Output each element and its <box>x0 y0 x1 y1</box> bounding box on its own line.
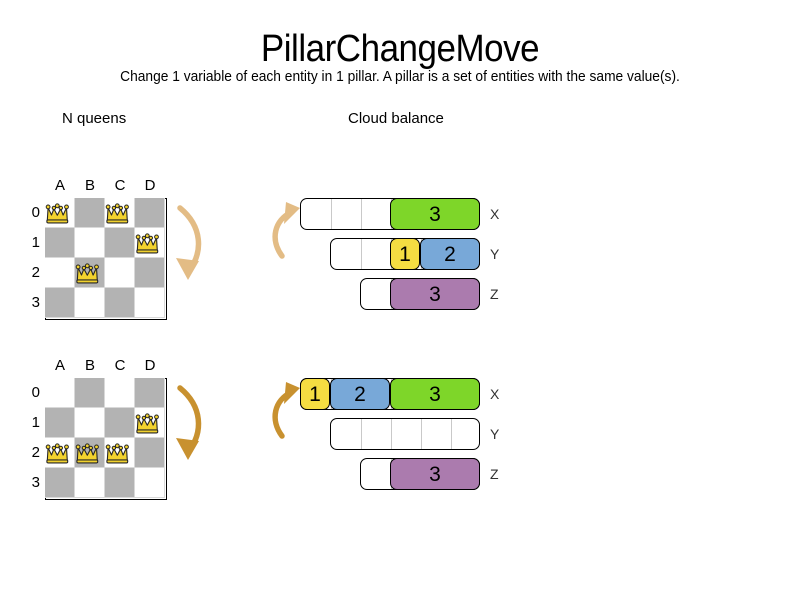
cloud-process-block-3[interactable]: 3 <box>390 378 480 410</box>
board-cell-A2[interactable] <box>45 438 75 468</box>
board-cell-B1[interactable] <box>75 228 105 258</box>
board-cell-A0[interactable] <box>45 198 75 228</box>
board-cell-D2[interactable] <box>135 438 165 468</box>
board-column-label-D: D <box>144 357 156 374</box>
board-column-label-A: A <box>54 177 65 194</box>
board-cell-C0[interactable] <box>105 378 135 408</box>
board-column-label-C: C <box>114 177 126 194</box>
board-cell-B3[interactable] <box>75 288 105 318</box>
board-cell-B2[interactable] <box>75 258 105 288</box>
board-cell-A2[interactable] <box>45 258 75 288</box>
board-transition-arrow-top <box>168 196 220 288</box>
board-row-label-2: 2 <box>31 444 40 461</box>
board-cell-D1[interactable] <box>135 408 165 438</box>
board-row-label-0: 0 <box>31 384 40 401</box>
board-cell-D0[interactable] <box>135 198 165 228</box>
cloud-cell-divider <box>451 419 452 449</box>
board-cell-C1[interactable] <box>105 228 135 258</box>
board-cell-D2[interactable] <box>135 258 165 288</box>
board-cell-D3[interactable] <box>135 468 165 498</box>
board-cell-C1[interactable] <box>105 408 135 438</box>
section-label-cloud: Cloud balance <box>348 110 444 127</box>
board-row-label-0: 0 <box>31 204 40 221</box>
cloud-cell-divider <box>331 199 332 229</box>
board-cell-B3[interactable] <box>75 468 105 498</box>
board-cell-B0[interactable] <box>75 198 105 228</box>
cloud-row-z: 3 <box>360 278 480 310</box>
board-cell-A1[interactable] <box>45 228 75 258</box>
page-title: PillarChangeMove <box>260 28 540 70</box>
cloud-computer-label-x: X <box>490 206 500 222</box>
cloud-row-capacity-bar[interactable] <box>330 418 480 450</box>
board-column-label-B: B <box>84 357 95 374</box>
board-cell-C0[interactable] <box>105 198 135 228</box>
cloud-computer-label-z: Z <box>490 286 499 302</box>
cloud-process-block-2[interactable]: 2 <box>330 378 390 410</box>
cloud-process-block-3[interactable]: 3 <box>390 458 480 490</box>
board-cell-C3[interactable] <box>105 288 135 318</box>
cloud-row-z: 3 <box>360 458 480 490</box>
cloud-process-block-2[interactable]: 2 <box>420 238 480 270</box>
board-row-label-3: 3 <box>31 294 40 311</box>
board-cell-C3[interactable] <box>105 468 135 498</box>
board-cell-A1[interactable] <box>45 408 75 438</box>
cloud-computer-label-y: Y <box>490 246 500 262</box>
board-cell-D3[interactable] <box>135 288 165 318</box>
cloud-process-block-3[interactable]: 3 <box>390 198 480 230</box>
cloud-process-block-1[interactable]: 1 <box>390 238 420 270</box>
page-subtitle: Change 1 variable of each entity in 1 pi… <box>120 69 680 85</box>
cloud-cell-divider <box>421 419 422 449</box>
cloud-process-block-1[interactable]: 1 <box>300 378 330 410</box>
board-column-label-B: B <box>84 177 95 194</box>
board-transition-arrow-bottom <box>168 376 220 468</box>
board-row-label-3: 3 <box>31 474 40 491</box>
cloud-cell-divider <box>361 419 362 449</box>
board-column-label-C: C <box>114 357 126 374</box>
cloud-computer-label-y: Y <box>490 426 500 442</box>
board-cell-B0[interactable] <box>75 378 105 408</box>
board-column-label-D: D <box>144 177 156 194</box>
cloud-cell-divider <box>391 419 392 449</box>
section-label-nqueens: N queens <box>62 110 127 127</box>
cloud-row-x: 3 <box>300 198 480 230</box>
board-column-label-A: A <box>54 357 65 374</box>
board-row-label-1: 1 <box>31 414 40 431</box>
board-cell-D1[interactable] <box>135 228 165 258</box>
board-cell-C2[interactable] <box>105 258 135 288</box>
board-cell-B1[interactable] <box>75 408 105 438</box>
cloud-computer-label-z: Z <box>490 466 499 482</box>
board-row-label-2: 2 <box>31 264 40 281</box>
board-cell-A3[interactable] <box>45 468 75 498</box>
board-cell-A3[interactable] <box>45 288 75 318</box>
cloud-cell-divider <box>361 239 362 269</box>
board-cell-A0[interactable] <box>45 378 75 408</box>
board-cell-C2[interactable] <box>105 438 135 468</box>
board-cell-D0[interactable] <box>135 378 165 408</box>
cloud-cell-divider <box>361 199 362 229</box>
cloud-process-block-3[interactable]: 3 <box>390 278 480 310</box>
board-cell-B2[interactable] <box>75 438 105 468</box>
cloud-computer-label-x: X <box>490 386 500 402</box>
board-row-label-1: 1 <box>31 234 40 251</box>
cloud-row-y <box>330 418 480 450</box>
